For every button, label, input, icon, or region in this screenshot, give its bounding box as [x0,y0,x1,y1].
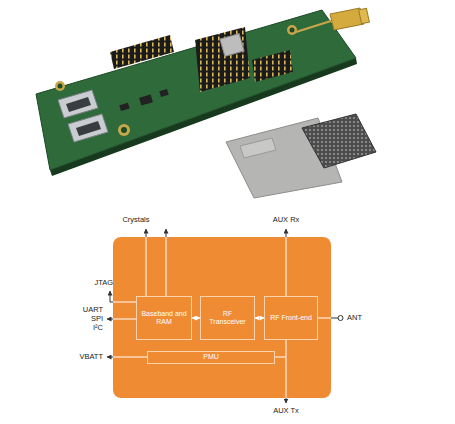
board-photo [220,34,244,57]
board-photo [252,50,293,82]
board-photo [290,28,295,33]
board-photo [302,114,376,168]
block-box: Baseband and RAM [136,296,192,340]
board-photo [159,89,168,97]
signal-wires [286,398,287,403]
signal-label: JTAG [94,279,113,287]
block-label: RF Front-end [270,314,312,322]
signal-wires [113,302,137,303]
signal-wires [318,318,331,319]
board-photo [76,121,101,136]
signal-label: UART [83,306,103,314]
board-photo [55,81,65,91]
signal-wires [113,319,137,320]
signal-wires [338,316,343,321]
board-photo [240,138,276,158]
signal-wires [331,318,338,319]
signal-wires [286,340,287,398]
board-photo [110,35,174,69]
board-photo [359,8,370,23]
block-label: RF Transceiver [204,310,251,326]
board-photo [58,90,98,118]
signal-wires [113,357,147,358]
block-box: RF Transceiver [200,296,255,340]
board-photo [121,127,127,133]
signal-wires [286,237,287,296]
board-photo [66,97,91,112]
board-photo [118,124,130,136]
signal-label: AUX Tx [273,407,299,415]
signal-label: I²C [93,324,103,332]
signal-label: Crystals [122,216,149,224]
block-box: RF Front-end [264,296,318,340]
signal-wires [110,291,113,302]
board-photo [68,114,108,142]
signal-connector [192,318,200,319]
module-housing [113,237,331,398]
power-band: PMU [147,351,275,364]
signal-label: AUX Rx [273,216,300,224]
signal-wires [146,229,147,237]
signal-wires [107,319,113,320]
block-label: Baseband and RAM [140,310,188,326]
signal-label: VBATT [79,353,103,361]
signal-wires [166,237,167,296]
block-label: PMU [203,353,219,361]
board-photo [139,95,153,106]
signal-label: ANT [347,314,362,322]
board-photo [58,84,63,89]
signal-wires [107,229,343,403]
board-photo [119,103,129,111]
signal-wires [286,229,287,237]
board-photo [287,25,297,35]
signal-wires [275,357,286,358]
module-housing [113,237,331,398]
board-photo [296,20,334,32]
signal-wires [166,229,167,237]
signal-connector [255,318,264,319]
signal-wires [146,237,147,296]
board-photo [36,8,376,198]
board-photo [195,27,250,92]
signal-label: SPI [91,315,103,323]
signal-wires [107,357,113,358]
